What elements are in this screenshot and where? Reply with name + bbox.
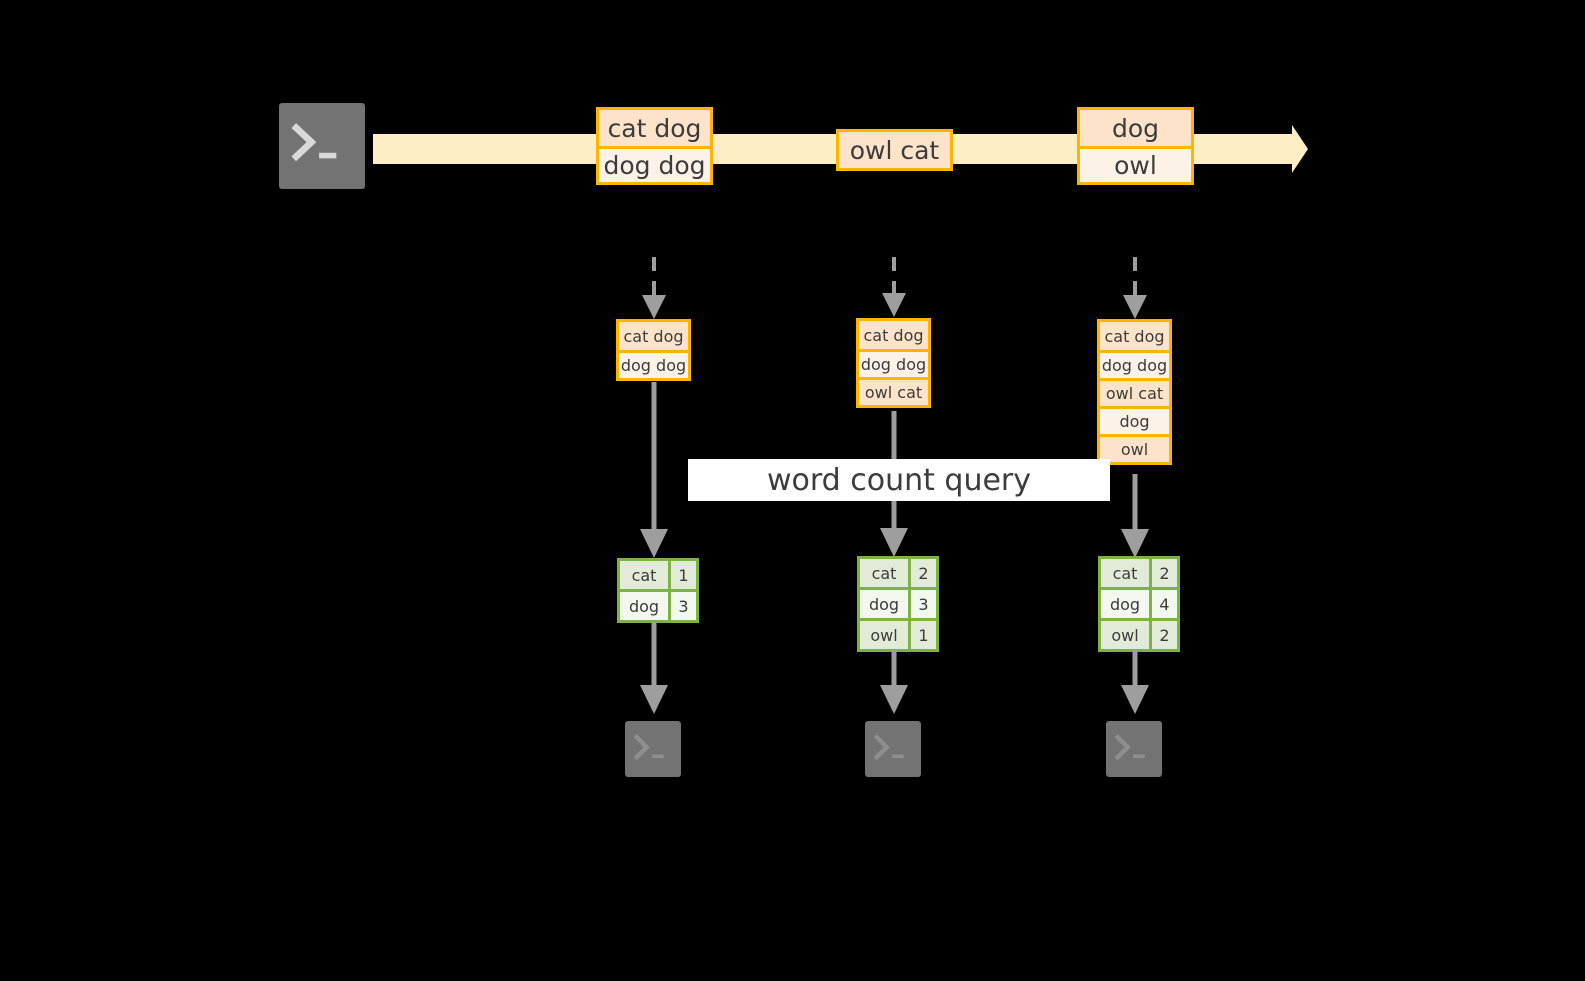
terminal-body — [279, 103, 365, 189]
snapshot-line: cat dog — [619, 322, 688, 350]
result-word: dog — [860, 590, 908, 618]
terminal-prompt-icon — [279, 103, 365, 189]
result-count: 4 — [1149, 590, 1177, 618]
terminal-body — [865, 721, 921, 777]
table-row: dog 3 — [620, 589, 696, 620]
snapshot-2[interactable]: cat dog dog dog owl cat — [856, 318, 931, 408]
dashed-connector-1 — [625, 255, 685, 325]
result-word: owl — [860, 621, 908, 649]
result-table-1[interactable]: cat 1 dog 3 — [617, 558, 699, 623]
result-word: dog — [620, 592, 668, 620]
sink-connector-2 — [865, 650, 925, 718]
result-count: 1 — [668, 561, 696, 589]
terminal-body — [625, 721, 681, 777]
terminal-prompt-icon — [1106, 721, 1162, 777]
stream-event-group-2[interactable]: owl cat — [836, 129, 953, 171]
snapshot-3[interactable]: cat dog dog dog owl cat dog owl — [1097, 319, 1172, 465]
stream-event-line: dog — [1080, 110, 1191, 146]
result-count: 1 — [908, 621, 936, 649]
sink-connector-3 — [1106, 650, 1166, 718]
result-count: 2 — [908, 559, 936, 587]
table-row: dog 4 — [1101, 587, 1177, 618]
result-word: cat — [1101, 559, 1149, 587]
table-row: owl 2 — [1101, 618, 1177, 649]
sink-terminal-icon-3[interactable] — [1099, 714, 1169, 784]
terminal-prompt-icon — [865, 721, 921, 777]
table-row: dog 3 — [860, 587, 936, 618]
query-connector-1 — [625, 382, 685, 562]
stream-event-line: owl — [1080, 146, 1191, 182]
result-table-3[interactable]: cat 2 dog 4 owl 2 — [1098, 556, 1180, 652]
snapshot-line: owl cat — [1100, 378, 1169, 406]
table-row: owl 1 — [860, 618, 936, 649]
result-word: cat — [620, 561, 668, 589]
snapshot-line: owl cat — [859, 377, 928, 405]
result-count: 2 — [1149, 621, 1177, 649]
result-count: 3 — [668, 592, 696, 620]
snapshot-line: dog dog — [859, 349, 928, 377]
result-count: 2 — [1149, 559, 1177, 587]
dashed-connector-2 — [865, 255, 925, 323]
result-table-2[interactable]: cat 2 dog 3 owl 1 — [857, 556, 939, 652]
table-row: cat 1 — [620, 561, 696, 589]
snapshot-line: cat dog — [859, 321, 928, 349]
sink-terminal-icon-2[interactable] — [858, 714, 928, 784]
sink-connector-1 — [625, 622, 685, 718]
stream-arrow-head — [1292, 125, 1308, 173]
snapshot-line: dog dog — [619, 350, 688, 378]
stream-event-line: cat dog — [599, 110, 710, 146]
table-row: cat 2 — [1101, 559, 1177, 587]
snapshot-line: dog dog — [1100, 350, 1169, 378]
source-terminal-icon[interactable] — [272, 96, 372, 196]
stream-event-group-1[interactable]: cat dog dog dog — [596, 107, 713, 185]
stream-event-line: owl cat — [839, 132, 950, 168]
query-connector-3 — [1106, 474, 1166, 562]
snapshot-line: dog — [1100, 406, 1169, 434]
result-word: owl — [1101, 621, 1149, 649]
dashed-connector-3 — [1106, 255, 1166, 325]
terminal-body — [1106, 721, 1162, 777]
result-word: dog — [1101, 590, 1149, 618]
snapshot-line: cat dog — [1100, 322, 1169, 350]
query-label-text: word count query — [766, 462, 1032, 498]
query-label: word count query — [688, 459, 1110, 501]
table-row: cat 2 — [860, 559, 936, 587]
terminal-prompt-icon — [625, 721, 681, 777]
stream-event-group-3[interactable]: dog owl — [1077, 107, 1194, 185]
stream-event-line: dog dog — [599, 146, 710, 182]
result-count: 3 — [908, 590, 936, 618]
result-word: cat — [860, 559, 908, 587]
snapshot-line: owl — [1100, 434, 1169, 462]
snapshot-1[interactable]: cat dog dog dog — [616, 319, 691, 381]
sink-terminal-icon-1[interactable] — [618, 714, 688, 784]
